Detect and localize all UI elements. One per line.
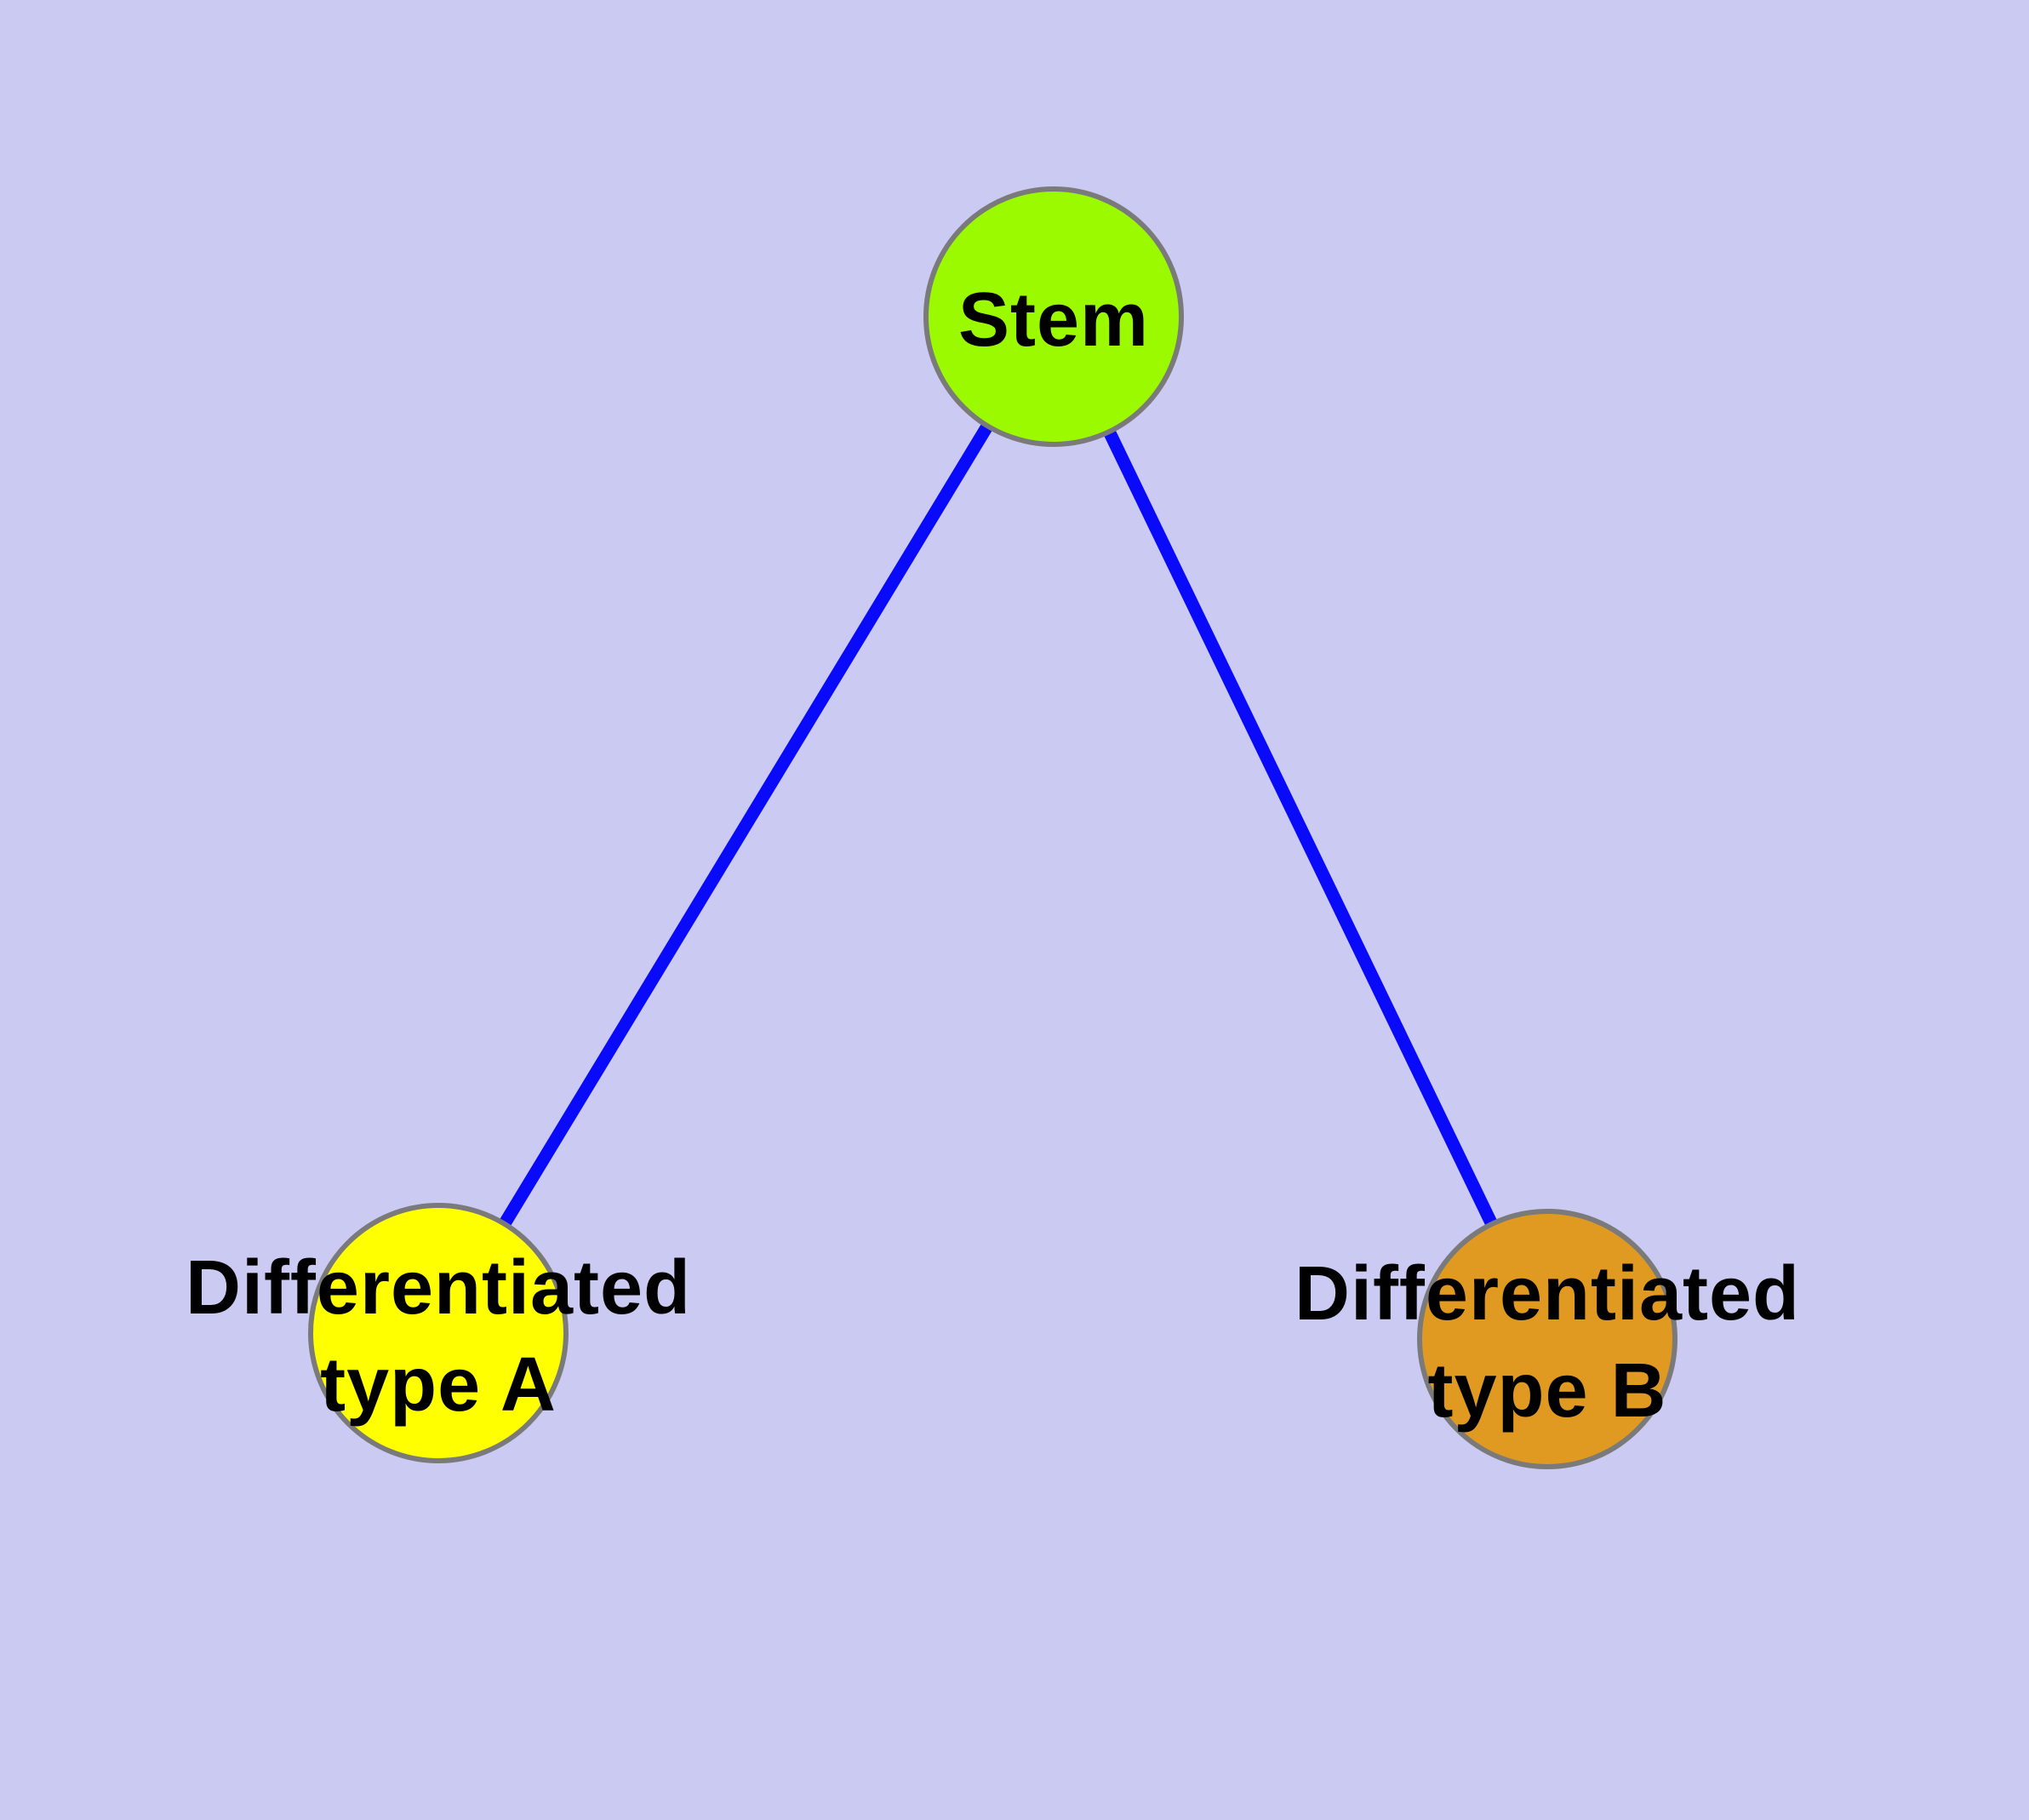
node-differentiated-type-a-label-line2: type A [320, 1342, 557, 1428]
node-differentiated-type-b-circle [1417, 1209, 1677, 1469]
node-differentiated-type-a: Differentiated type A [186, 1203, 691, 1463]
node-differentiated-type-b-label-line2: type B [1427, 1348, 1666, 1434]
node-differentiated-type-a-label-line1: Differentiated [186, 1245, 691, 1331]
node-differentiated-type-a-circle [308, 1203, 569, 1463]
node-stem-circle [923, 186, 1184, 447]
node-differentiated-type-b-label-line1: Differentiated [1295, 1251, 1800, 1336]
edge-stem-to-differentiated-type-b [1048, 313, 1553, 1342]
node-stem-label: Stem [958, 278, 1149, 363]
node-stem: Stem [923, 186, 1184, 447]
edge-stem-to-differentiated-type-a [432, 313, 1060, 1336]
node-differentiated-type-b: Differentiated type B [1295, 1209, 1800, 1469]
